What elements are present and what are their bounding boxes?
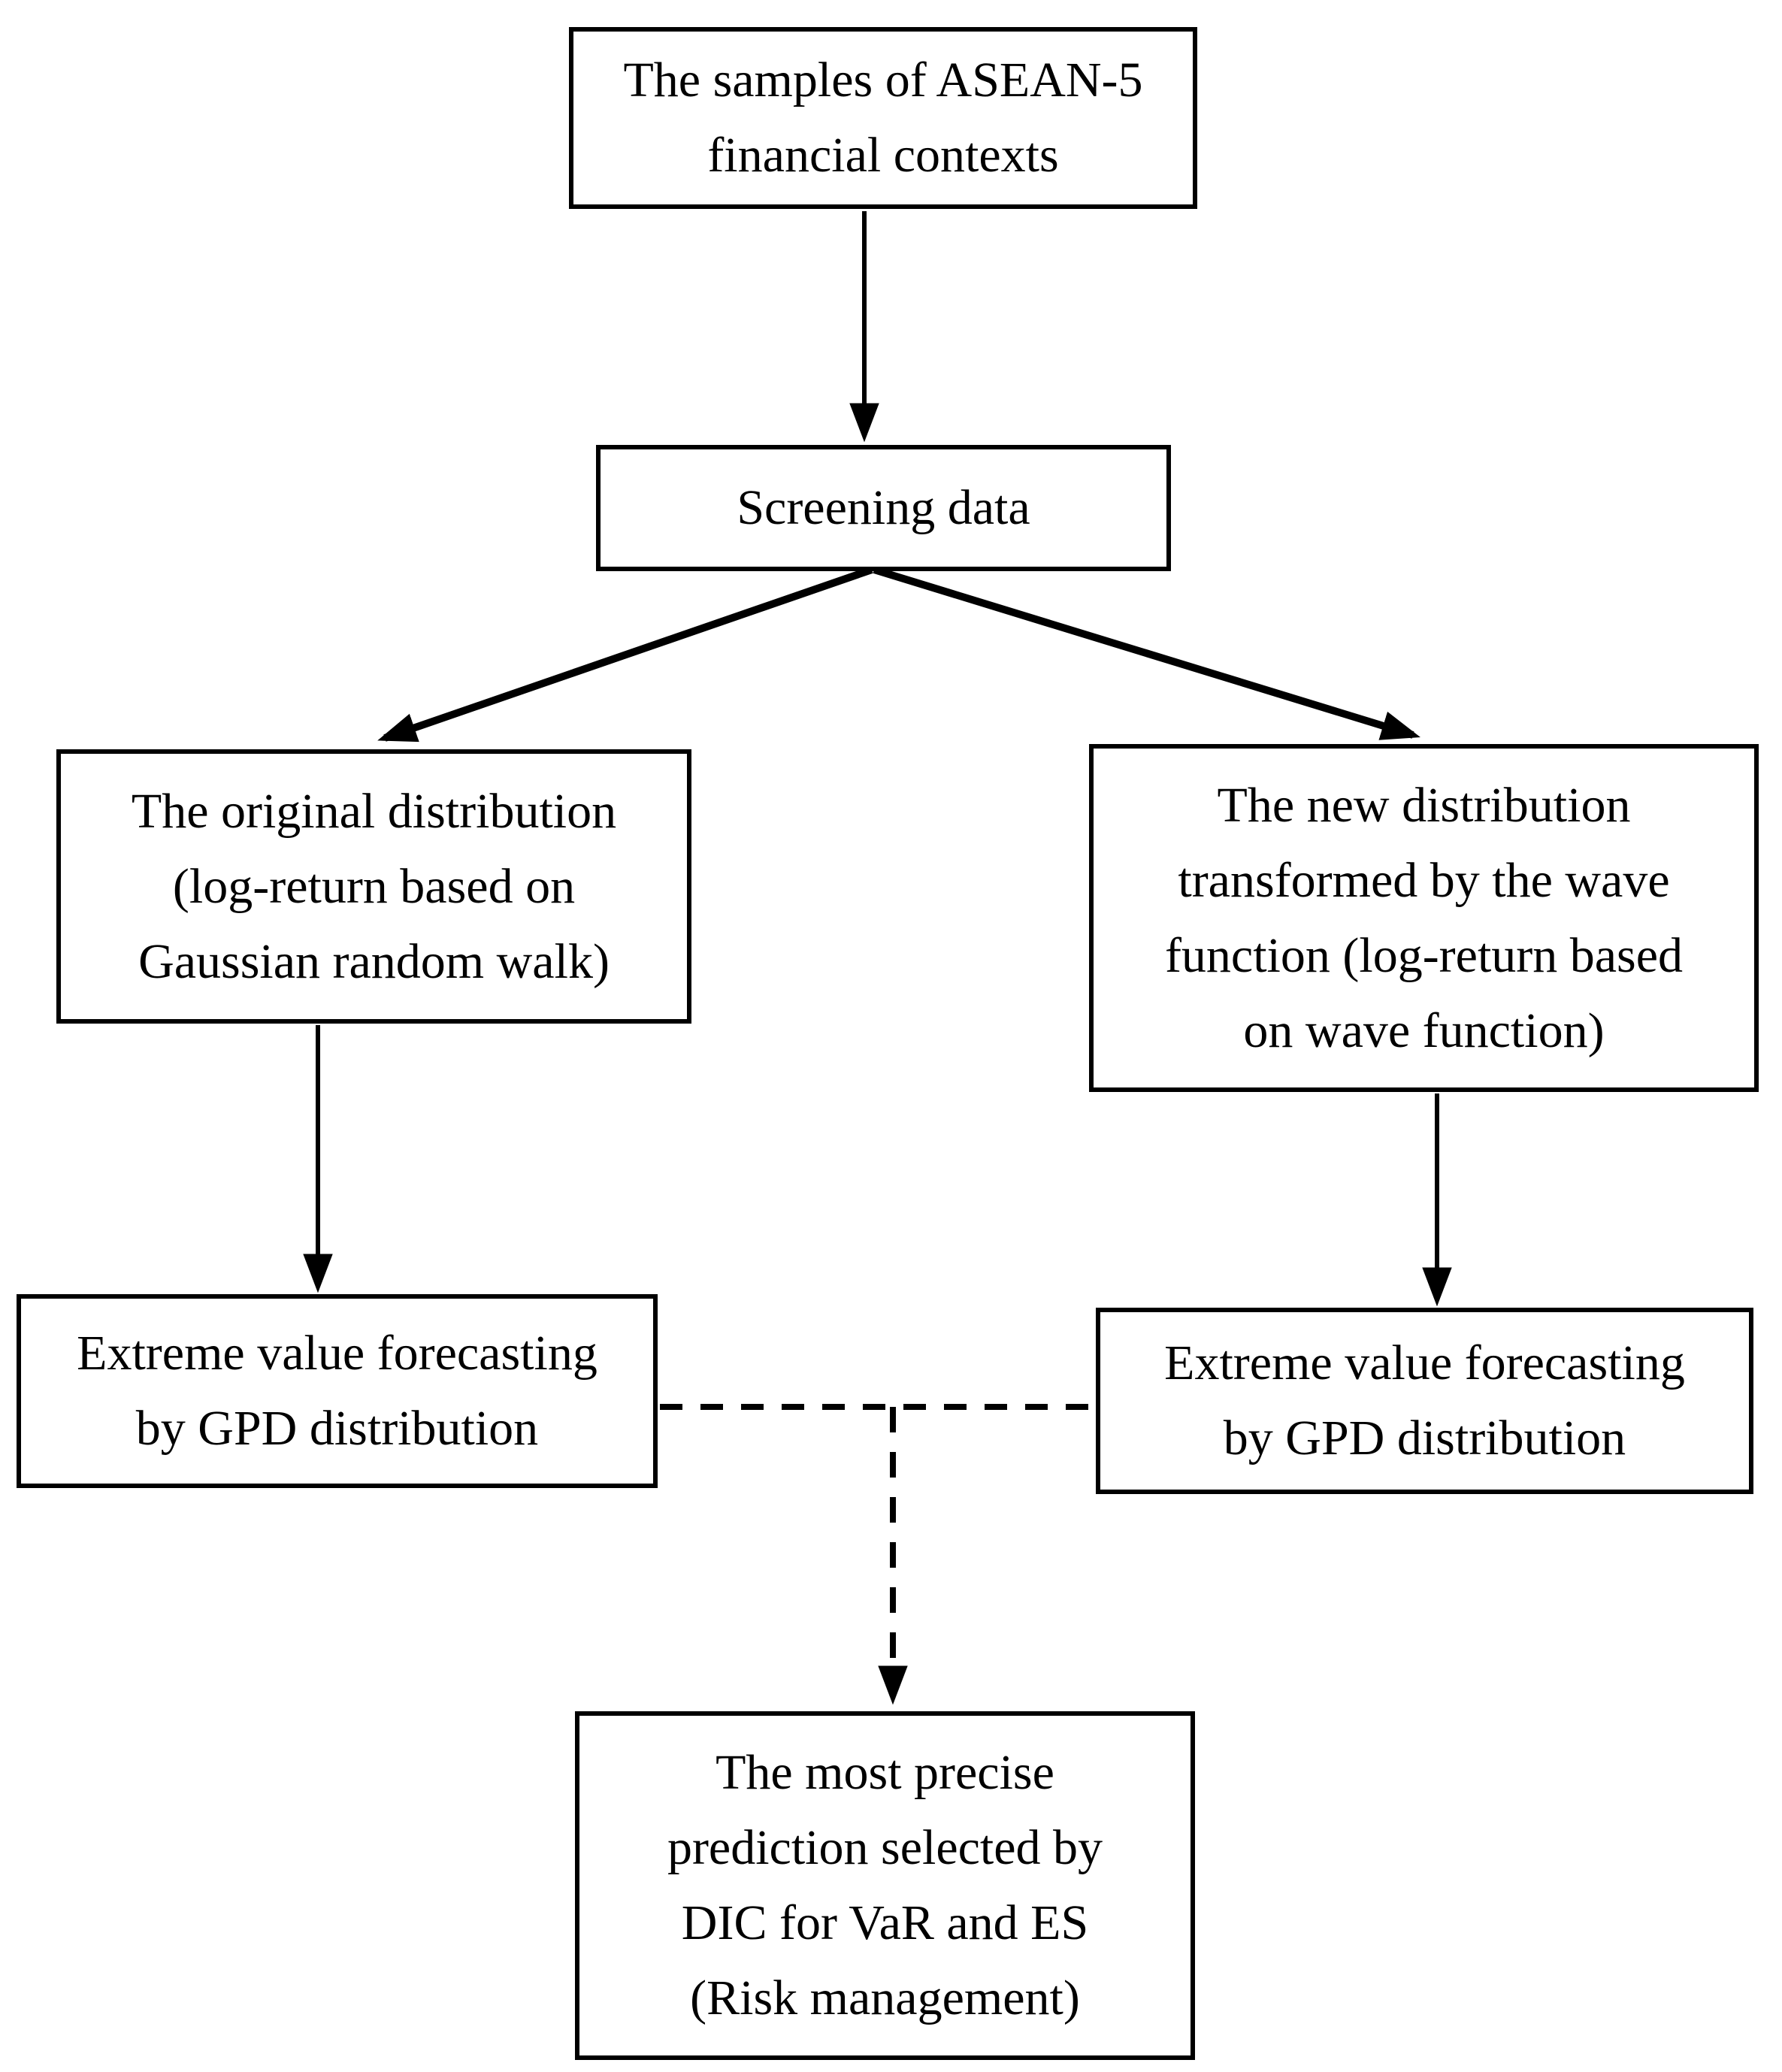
node-line: The samples of ASEAN-5	[623, 53, 1143, 107]
node-line: The new distribution	[1217, 777, 1631, 833]
node-line: Extreme value forecasting	[1164, 1335, 1685, 1390]
arrow-screening-to-original	[377, 566, 873, 743]
node-gpd-forecast-left-box: Extreme value forecasting by GPD distrib…	[17, 1294, 658, 1488]
node-screening-box: Screening data	[596, 445, 1171, 571]
node-line: (Risk management)	[690, 1971, 1080, 2025]
node-line: prediction selected by	[667, 1820, 1103, 1875]
node-line: Screening data	[737, 480, 1030, 535]
node-line: transformed by the wave	[1178, 852, 1670, 908]
node-line: Extreme value forecasting	[77, 1326, 598, 1381]
arrow-screening-to-new-distribution	[873, 566, 1420, 740]
node-new-distribution-box: The new distribution transformed by the …	[1089, 744, 1759, 1092]
node-line: by GPD distribution	[135, 1401, 539, 1456]
node-original-distribution-box: The original distribution (log-return ba…	[56, 749, 691, 1024]
node-line: (log-return based on	[172, 858, 576, 914]
node-line: The original distribution	[131, 783, 617, 839]
node-line: Gaussian random walk)	[138, 933, 610, 989]
node-gpd-forecast-right-box: Extreme value forecasting by GPD distrib…	[1096, 1308, 1753, 1494]
node-line: financial contexts	[707, 128, 1059, 183]
node-line: on wave function)	[1243, 1003, 1605, 1058]
node-line: function (log-return based	[1164, 927, 1684, 983]
node-line: by GPD distribution	[1223, 1411, 1626, 1466]
node-samples-box: The samples of ASEAN-5 financial context…	[569, 27, 1197, 209]
node-final-prediction-box: The most precise prediction selected by …	[575, 1711, 1195, 2060]
node-line: DIC for VaR and ES	[681, 1895, 1089, 1950]
node-line: The most precise	[716, 1745, 1054, 1800]
